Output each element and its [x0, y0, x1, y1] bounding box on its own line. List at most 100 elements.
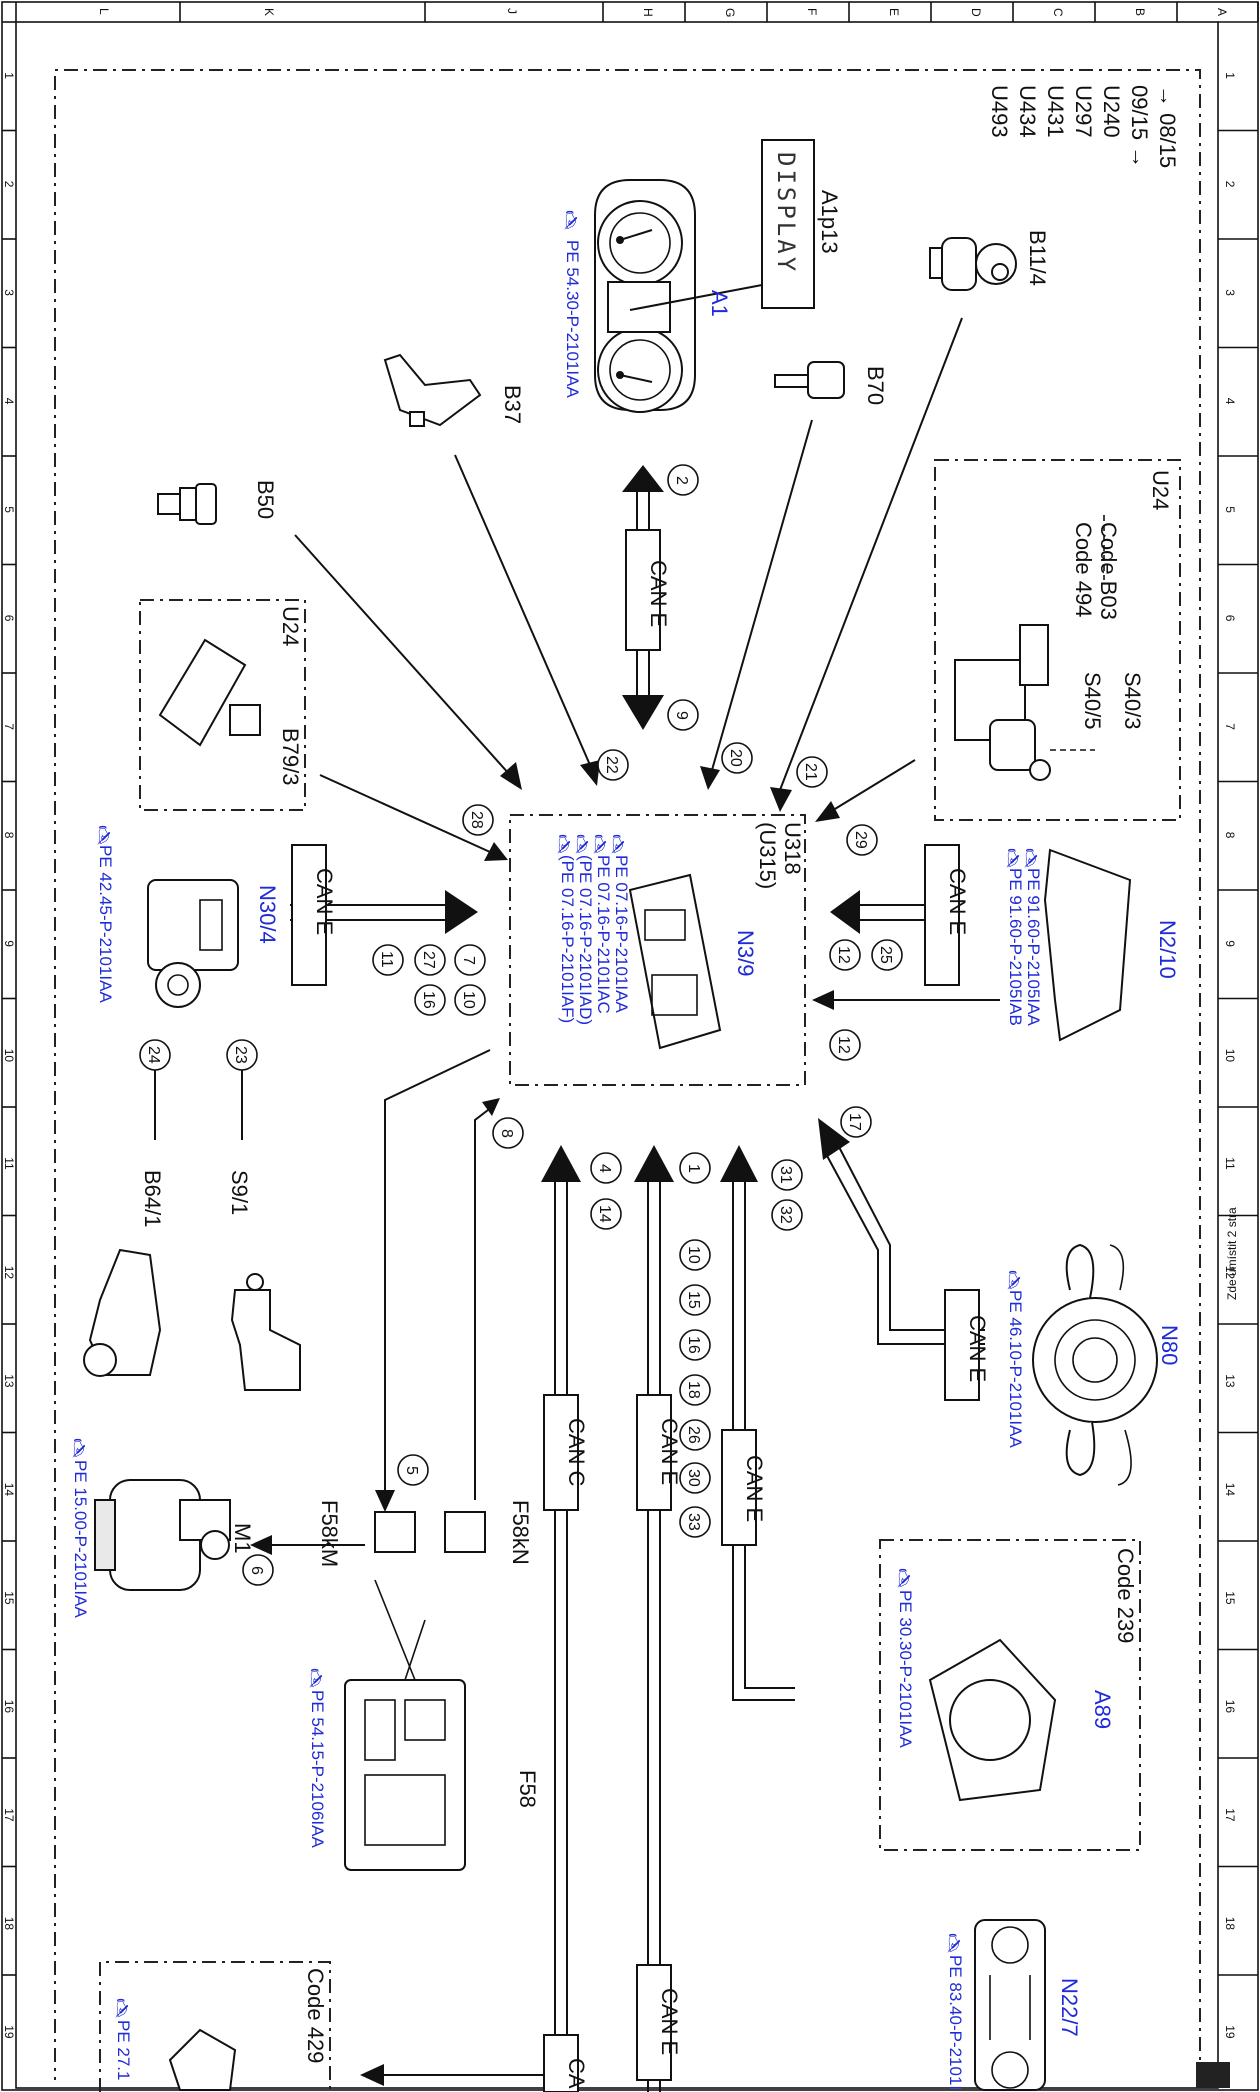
signal-circle: [414, 944, 446, 976]
doc-icon: 🖎: [306, 1668, 325, 1688]
ref-n2-10-b: PE 91.60-P-2105IAB: [1006, 868, 1025, 1026]
grid-col-label: 13: [1223, 1374, 1237, 1388]
n2-10-icon: [1043, 848, 1132, 1042]
component-b64-1: B64/1: [83, 1170, 165, 1377]
signal-circle: [679, 1419, 711, 1451]
signal-number: 20: [727, 749, 744, 767]
n3-9-box: [509, 814, 806, 1086]
label-b50: B50: [253, 480, 278, 519]
s9-1-icon: [230, 1289, 301, 1391]
header-block: → 08/15 09/15 → U240 U297 U431 U434 U493: [987, 85, 1180, 168]
signal-number: 8: [498, 1129, 515, 1138]
b79-3-icon: [158, 638, 247, 747]
grid-col-label: 19: [1223, 2025, 1237, 2039]
can-c-label-box: [543, 2034, 579, 2092]
ref-n22-7: PE 83.40-P-2101I: [946, 1955, 965, 2090]
signal-number: 7: [460, 956, 477, 965]
signal-number: 5: [403, 1466, 420, 1475]
grid-row-label: C: [1051, 8, 1065, 17]
grid-col-label: 10: [1223, 1049, 1237, 1063]
grid-col-label: 5: [1223, 506, 1237, 513]
label-b37: B37: [500, 385, 525, 424]
grid-row-label: L: [97, 8, 111, 15]
label-u315: (U315): [755, 822, 780, 889]
signal-circle: [454, 944, 486, 976]
signal-circle: [679, 1239, 711, 1271]
can-buses: CAN E CAN E CAN E CAN E CAN E CAN E CAN …: [290, 465, 990, 2092]
grid-col-label: 1: [2, 72, 16, 79]
signal-number: 31: [777, 1166, 794, 1184]
component-n80: N80 PE 46.10-P-2101IAA 🖎: [1004, 1243, 1182, 1486]
signal-number: 10: [685, 1246, 702, 1264]
grid-col-label: 13: [2, 1374, 16, 1388]
grid-col-label: 4: [2, 398, 16, 405]
grid-row-label: D: [969, 8, 983, 17]
ref-n3-9-c: (PE 07.16-P-2101IAD): [576, 855, 595, 1025]
grid-row-label: G: [723, 8, 737, 17]
grid-row-label: A: [1215, 8, 1229, 16]
signal-circle: [492, 1117, 524, 1149]
label-u24-top: U24: [1148, 470, 1173, 510]
signal-number: 11: [378, 951, 395, 968]
signal-number: 28: [468, 811, 485, 829]
ref-n3-9-d: (PE 07.16-P-2101IAF): [558, 855, 577, 1023]
signal-number: 12: [835, 1036, 852, 1054]
n3-9-icon: [628, 873, 722, 1050]
grid-col-label: 17: [2, 1808, 16, 1822]
display-window: [761, 139, 815, 309]
label-n3-9: N3/9: [733, 930, 758, 976]
grid-col-label: 14: [1223, 1483, 1237, 1497]
grid-col-label: 2: [1223, 181, 1237, 188]
s40-switch-icon: [954, 624, 1051, 781]
bus-can-e: CAN E: [312, 868, 337, 935]
doc-icon: 🖎: [554, 834, 573, 854]
signal-number: 26: [685, 1426, 702, 1444]
bus-can-e: CAN E: [646, 560, 671, 627]
u24-b79-box: U24 B79/3: [139, 599, 306, 811]
signal-circle: [414, 984, 446, 1016]
ref-f58: PE 54.15-P-2106IAA: [308, 1690, 327, 1848]
component-b11-4: B11/4: [929, 230, 1050, 291]
signal-number: 22: [603, 756, 620, 774]
label-m1: M1: [230, 1523, 255, 1554]
bus-can-c: CAN C: [564, 1418, 589, 1487]
signal-number: 16: [420, 991, 437, 1009]
component-f58: F58kN F58kM F58 PE 54.15-P-2106IAA 🖎: [306, 1500, 540, 1871]
grid-col-label: 8: [1223, 832, 1237, 839]
bus-can-e: CAN E: [945, 868, 970, 935]
ref-n30-4: PE 42.45-P-2101IAA: [96, 845, 115, 1003]
label-s9-1: S9/1: [227, 1170, 252, 1215]
signal-circle: [462, 804, 494, 836]
component-b50: B50: [157, 480, 278, 525]
signal-number: 1: [685, 1164, 702, 1173]
bus-can-c-cut: CA: [564, 2058, 589, 2089]
can-e-label-box: [944, 1289, 980, 1401]
grid-col-label: 18: [1223, 1917, 1237, 1931]
signal-circle: [679, 1329, 711, 1361]
grid-col-label: 16: [1223, 1700, 1237, 1714]
signal-number: 18: [685, 1381, 702, 1399]
doc-icon: 🖎: [590, 834, 609, 854]
label-s40-3: S40/3: [1120, 672, 1145, 730]
grid-col-label: 6: [1223, 615, 1237, 622]
signal-circle: [667, 464, 699, 496]
component-a1p13: DISPLAY A1p13: [761, 139, 842, 309]
ref-code-429: PE 27.1: [114, 2020, 133, 2081]
ref-m1: PE 15.00-P-2101IAA: [71, 1460, 90, 1618]
grid-col-label: 3: [2, 289, 16, 296]
signal-circle: [679, 1506, 711, 1538]
model-code: U493: [987, 85, 1012, 138]
doc-icon: 🖎: [894, 1568, 913, 1588]
grid-col-label: 15: [2, 1591, 16, 1605]
signal-circle: [597, 749, 629, 781]
signal-circle: [372, 944, 404, 976]
code-429-box: Code 429 PE 27.1 🖎: [99, 1961, 331, 2092]
can-e-label-box: [721, 1429, 757, 1546]
label-b79-3: B79/3: [278, 728, 303, 786]
grid-col-label: 8: [2, 832, 16, 839]
ref-n2-10-a: PE 91.60-P-2105IAA: [1024, 868, 1043, 1026]
signal-circle: [454, 984, 486, 1016]
grid-col-label: 9: [1223, 940, 1237, 947]
component-m1: M1 PE 15.00-P-2101IAA 🖎: [69, 1438, 255, 1618]
label-a1: A1: [707, 290, 732, 317]
